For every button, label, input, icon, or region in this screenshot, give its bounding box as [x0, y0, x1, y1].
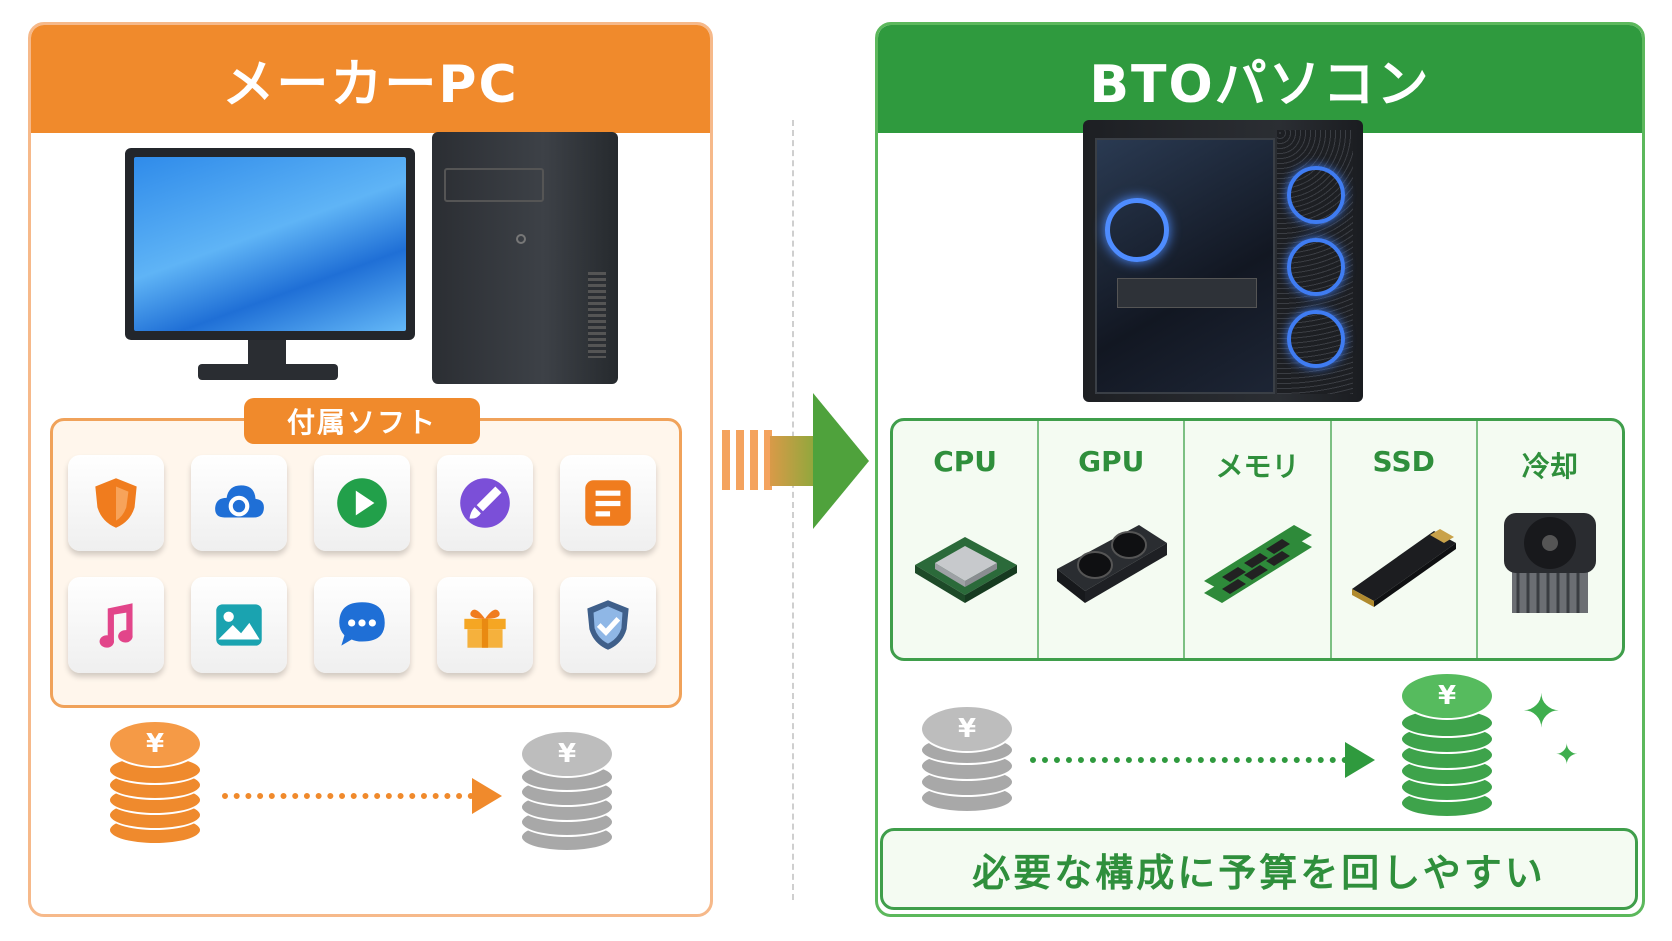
maker-pc-title: メーカーPC: [31, 25, 710, 133]
component-gpu: GPU: [1039, 421, 1186, 658]
chat-bubble-icon: [314, 577, 410, 673]
bto-pc-title: BTOパソコン: [878, 25, 1642, 133]
document-icon: [560, 455, 656, 551]
yen-icon: ¥: [920, 705, 1014, 753]
transition-arrow-bars: [722, 430, 772, 490]
gift-icon: [437, 577, 533, 673]
transition-arrow-icon: [813, 393, 869, 529]
yen-icon: ¥: [108, 720, 202, 768]
ssd-icon: [1351, 529, 1456, 607]
cloud-sync-icon: [191, 455, 287, 551]
app-icon-grid: [68, 455, 668, 695]
component-cooling: 冷却: [1478, 421, 1622, 658]
monitor-illustration: [125, 148, 415, 340]
play-icon: [314, 455, 410, 551]
sparkle-icon: ✦: [1522, 684, 1561, 738]
decrease-arrow-head: [472, 778, 502, 814]
budget-message-banner: 必要な構成に予算を回しやすい: [880, 828, 1638, 910]
shield-icon: [68, 455, 164, 551]
sparkle-icon-small: ✦: [1555, 738, 1579, 771]
monitor-base: [198, 364, 338, 380]
component-grid: CPU GPU メモリ: [890, 418, 1625, 661]
component-ssd: SSD: [1332, 421, 1478, 658]
increase-arrow: [1030, 757, 1348, 763]
component-memory: メモリ: [1185, 421, 1332, 658]
desktop-tower-illustration: [432, 132, 618, 384]
yen-icon: ¥: [520, 730, 614, 778]
paint-brush-icon: [437, 455, 533, 551]
cooler-icon: [1503, 513, 1596, 613]
gray-coin-stack-left: ¥: [520, 730, 614, 855]
memory-icon: [1203, 525, 1312, 603]
green-coin-stack: ¥: [1400, 672, 1494, 820]
bundled-software-label: 付属ソフト: [244, 398, 480, 444]
orange-coin-stack: ¥: [108, 720, 202, 845]
transition-arrow-shaft: [770, 436, 815, 486]
image-icon: [191, 577, 287, 673]
shield-check-icon: [560, 577, 656, 673]
cpu-icon: [915, 537, 1018, 603]
decrease-arrow: [222, 793, 474, 799]
yen-icon: ¥: [1400, 672, 1494, 720]
music-note-icon: [68, 577, 164, 673]
center-divider: [792, 120, 794, 900]
monitor-stand: [248, 340, 286, 366]
gpu-icon: [1057, 525, 1168, 603]
gray-coin-stack-right: ¥: [920, 705, 1014, 815]
increase-arrow-head: [1345, 742, 1375, 778]
gaming-tower-illustration: [1083, 120, 1363, 402]
component-cpu: CPU: [893, 421, 1040, 658]
